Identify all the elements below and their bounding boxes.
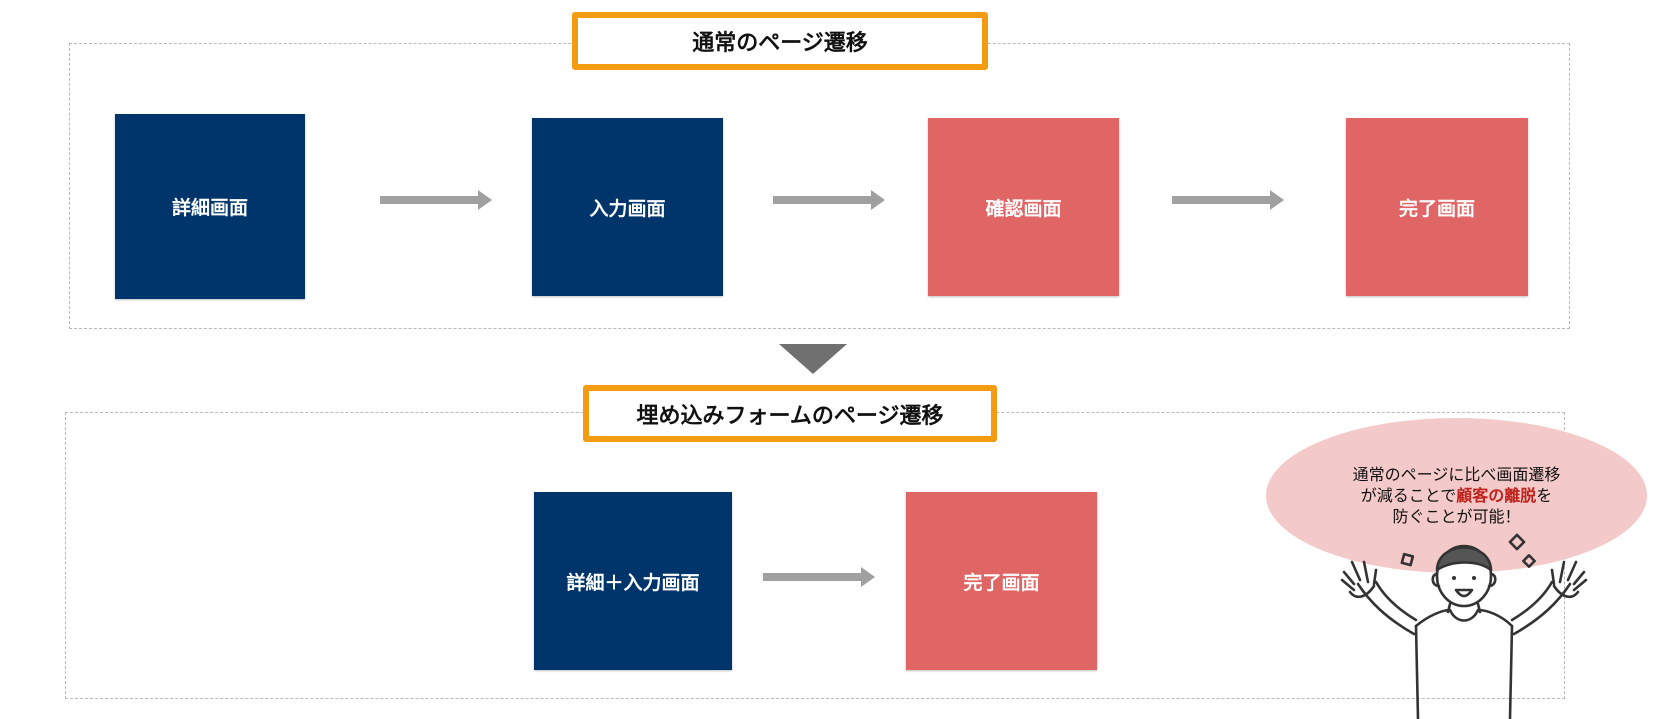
- embedded-flow-title: 埋め込みフォームのページ遷移: [583, 385, 997, 442]
- cheering-person-icon: [1340, 533, 1588, 719]
- arrow-shaft: [763, 573, 861, 581]
- bubble-line-2-post: を: [1536, 486, 1553, 505]
- arrow-head: [871, 190, 885, 210]
- down-arrow-icon: [779, 344, 847, 374]
- arrow-head: [861, 567, 875, 587]
- arrow-right-icon: [763, 567, 875, 587]
- arrow-shaft: [380, 196, 478, 204]
- bubble-highlight: 顧客の離脱: [1456, 486, 1537, 505]
- step-detail: 詳細画面: [115, 114, 305, 299]
- bubble-line-2-pre: が減ることで: [1360, 486, 1457, 505]
- arrow-head: [478, 190, 492, 210]
- arrow-head: [1270, 190, 1284, 210]
- arrow-shaft: [1172, 196, 1270, 204]
- bubble-line-3: 防ぐことが可能！: [1392, 507, 1521, 526]
- arrow-shaft: [773, 196, 871, 204]
- arrow-right-icon: [773, 190, 885, 210]
- step-input: 入力画面: [532, 118, 723, 296]
- step-complete-embedded: 完了画面: [906, 492, 1097, 670]
- arrow-right-icon: [1172, 190, 1284, 210]
- step-confirm: 確認画面: [928, 118, 1119, 296]
- arrow-right-icon: [380, 190, 492, 210]
- normal-flow-title: 通常のページ遷移: [572, 12, 988, 70]
- bubble-text: 通常のページに比べ画面遷移 が減ることで顧客の離脱を 防ぐことが可能！: [1353, 464, 1561, 527]
- step-complete: 完了画面: [1346, 118, 1528, 296]
- down-arrow-shape: [779, 344, 847, 374]
- bubble-line-1: 通常のページに比べ画面遷移: [1352, 465, 1561, 484]
- step-detail-input: 詳細＋入力画面: [534, 492, 732, 670]
